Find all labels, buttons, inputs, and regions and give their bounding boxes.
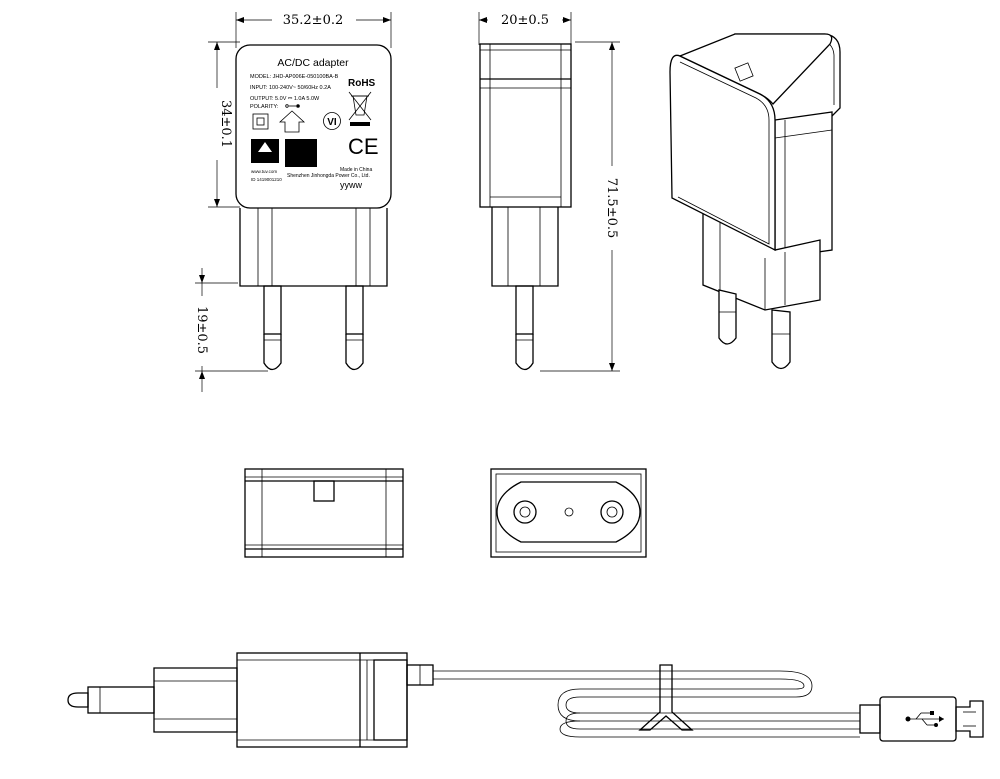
label-id: ID 1419001210 (251, 177, 282, 182)
dim-width-front: 35.2±0.2 (283, 13, 344, 28)
dim-height-body: 34±0.1 (218, 100, 233, 148)
gs-logo: GS (285, 139, 317, 167)
perspective-view (669, 33, 841, 370)
label-title: AC/DC adapter (277, 57, 349, 69)
rohs-mark: RoHS (348, 78, 376, 89)
label-output: OUTPUT: 5.0V ⎓ 1.0A 5.0W (250, 96, 320, 102)
dim-height-pins: 19±0.5 (194, 306, 209, 354)
efficiency-vi-mark: VI (323, 112, 341, 130)
label-input: INPUT: 100-240V~ 50/60Hz 0.2A (250, 85, 331, 91)
side-view: 20±0.5 71.5±0.5 (478, 11, 622, 372)
label-website: www.tuv.com (251, 169, 277, 174)
label-model: MODEL: JHD-AP006E-050100BA-B (250, 74, 339, 80)
top-view (244, 468, 404, 558)
cable-view (67, 652, 984, 748)
label-date-code: yyww (340, 180, 362, 190)
label-manufacturer: Shenzhen Jinhongda Power Co., Ltd. (287, 173, 370, 179)
weee-bin-icon (348, 91, 372, 126)
svg-text:GS: GS (289, 145, 314, 164)
dim-width-side: 20±0.5 (501, 13, 549, 28)
usb-icon (905, 711, 944, 727)
ce-mark: CE (348, 134, 379, 159)
label-made-in: Made in China (340, 167, 372, 173)
indoor-use-icon (278, 110, 306, 133)
dim-height-total: 71.5±0.5 (604, 178, 619, 239)
socket-face-view (490, 468, 647, 558)
svg-text:VI: VI (327, 117, 337, 128)
polarity-symbol-icon (285, 104, 300, 108)
tuv-logo: TÜV Rheinland (251, 139, 279, 163)
label-polarity: POLARITY: (250, 104, 279, 110)
svg-text:TÜV Rheinland: TÜV Rheinland (253, 157, 277, 161)
front-view: 35.2±0.2 34±0.1 19±0.5 AC/DC adapter MO (194, 11, 392, 392)
class-ii-icon (252, 113, 269, 130)
